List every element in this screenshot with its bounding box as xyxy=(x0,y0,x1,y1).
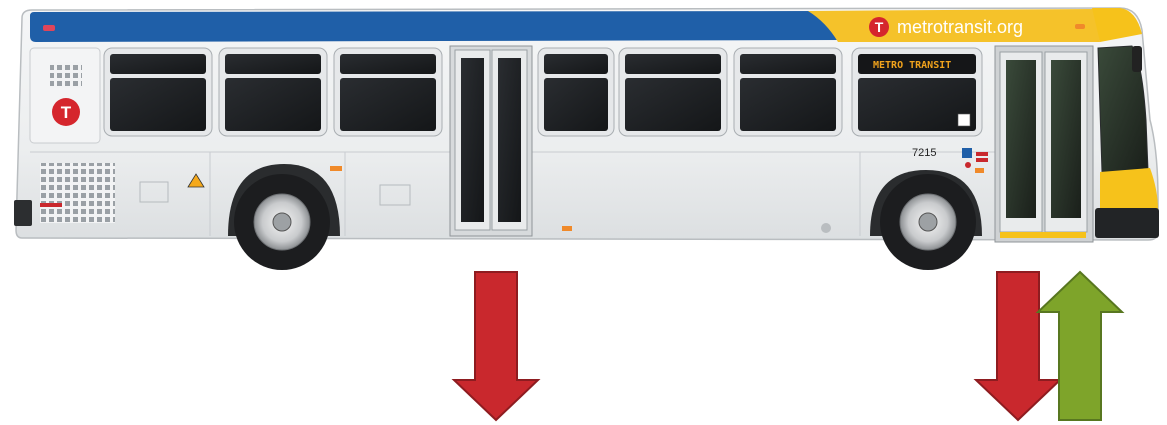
window-glass xyxy=(625,78,721,131)
exit-arrow-front-door xyxy=(976,272,1060,420)
rear-hub-center xyxy=(273,213,291,231)
marker-light-rear xyxy=(43,25,55,31)
front-door-glass xyxy=(1051,60,1081,218)
indicator-light xyxy=(976,158,988,162)
side-marker-light xyxy=(975,168,984,173)
accessibility-decal xyxy=(958,114,970,126)
window-glass-top xyxy=(340,54,436,74)
metro-transit-logo: T xyxy=(869,17,889,37)
side-mirror xyxy=(1132,46,1142,72)
rear-bumper xyxy=(14,200,32,226)
logo-letter: T xyxy=(875,19,884,35)
destination-sign-text: METRO TRANSIT xyxy=(873,60,951,71)
rear-reflector xyxy=(40,203,62,207)
window-glass-top xyxy=(544,54,608,74)
front-bumper xyxy=(1095,208,1159,238)
exit-arrow-rear-door xyxy=(454,272,538,420)
rear-vent xyxy=(50,62,82,88)
bus: T metrotransit.org T xyxy=(14,8,1159,270)
passenger-flow-arrows xyxy=(454,272,1122,420)
front-door xyxy=(995,46,1093,242)
engine-grille xyxy=(40,163,115,223)
rear-wheel xyxy=(234,174,330,270)
side-marker-light xyxy=(330,166,342,171)
entry-arrow-front-door xyxy=(1038,272,1122,420)
rear-door xyxy=(450,46,532,236)
roof-stripe-blue xyxy=(30,11,842,42)
door-step-edge xyxy=(1000,232,1086,238)
rear-door-glass xyxy=(498,58,521,222)
indicator-light xyxy=(965,162,971,168)
front-wheel xyxy=(880,174,976,270)
window-glass xyxy=(340,78,436,131)
side-logo-letter: T xyxy=(61,103,72,122)
fleet-number: 7215 xyxy=(912,147,936,159)
window-glass-top xyxy=(625,54,721,74)
website-label: metrotransit.org xyxy=(897,17,1023,37)
window-glass xyxy=(225,78,321,131)
front-hub-center xyxy=(919,213,937,231)
window-glass xyxy=(544,78,608,131)
front-yellow-panel xyxy=(1100,168,1158,212)
window-glass-top xyxy=(110,54,206,74)
window-glass xyxy=(740,78,836,131)
fuel-cap xyxy=(821,223,831,233)
front-door-glass xyxy=(1006,60,1036,218)
accessibility-icon xyxy=(962,148,972,158)
rear-door-glass xyxy=(461,58,484,222)
side-marker-light xyxy=(562,226,572,231)
window-glass-top xyxy=(740,54,836,74)
window-glass xyxy=(110,78,206,131)
marker-light-front xyxy=(1075,24,1085,29)
indicator-light xyxy=(976,152,988,156)
window-glass-top xyxy=(225,54,321,74)
